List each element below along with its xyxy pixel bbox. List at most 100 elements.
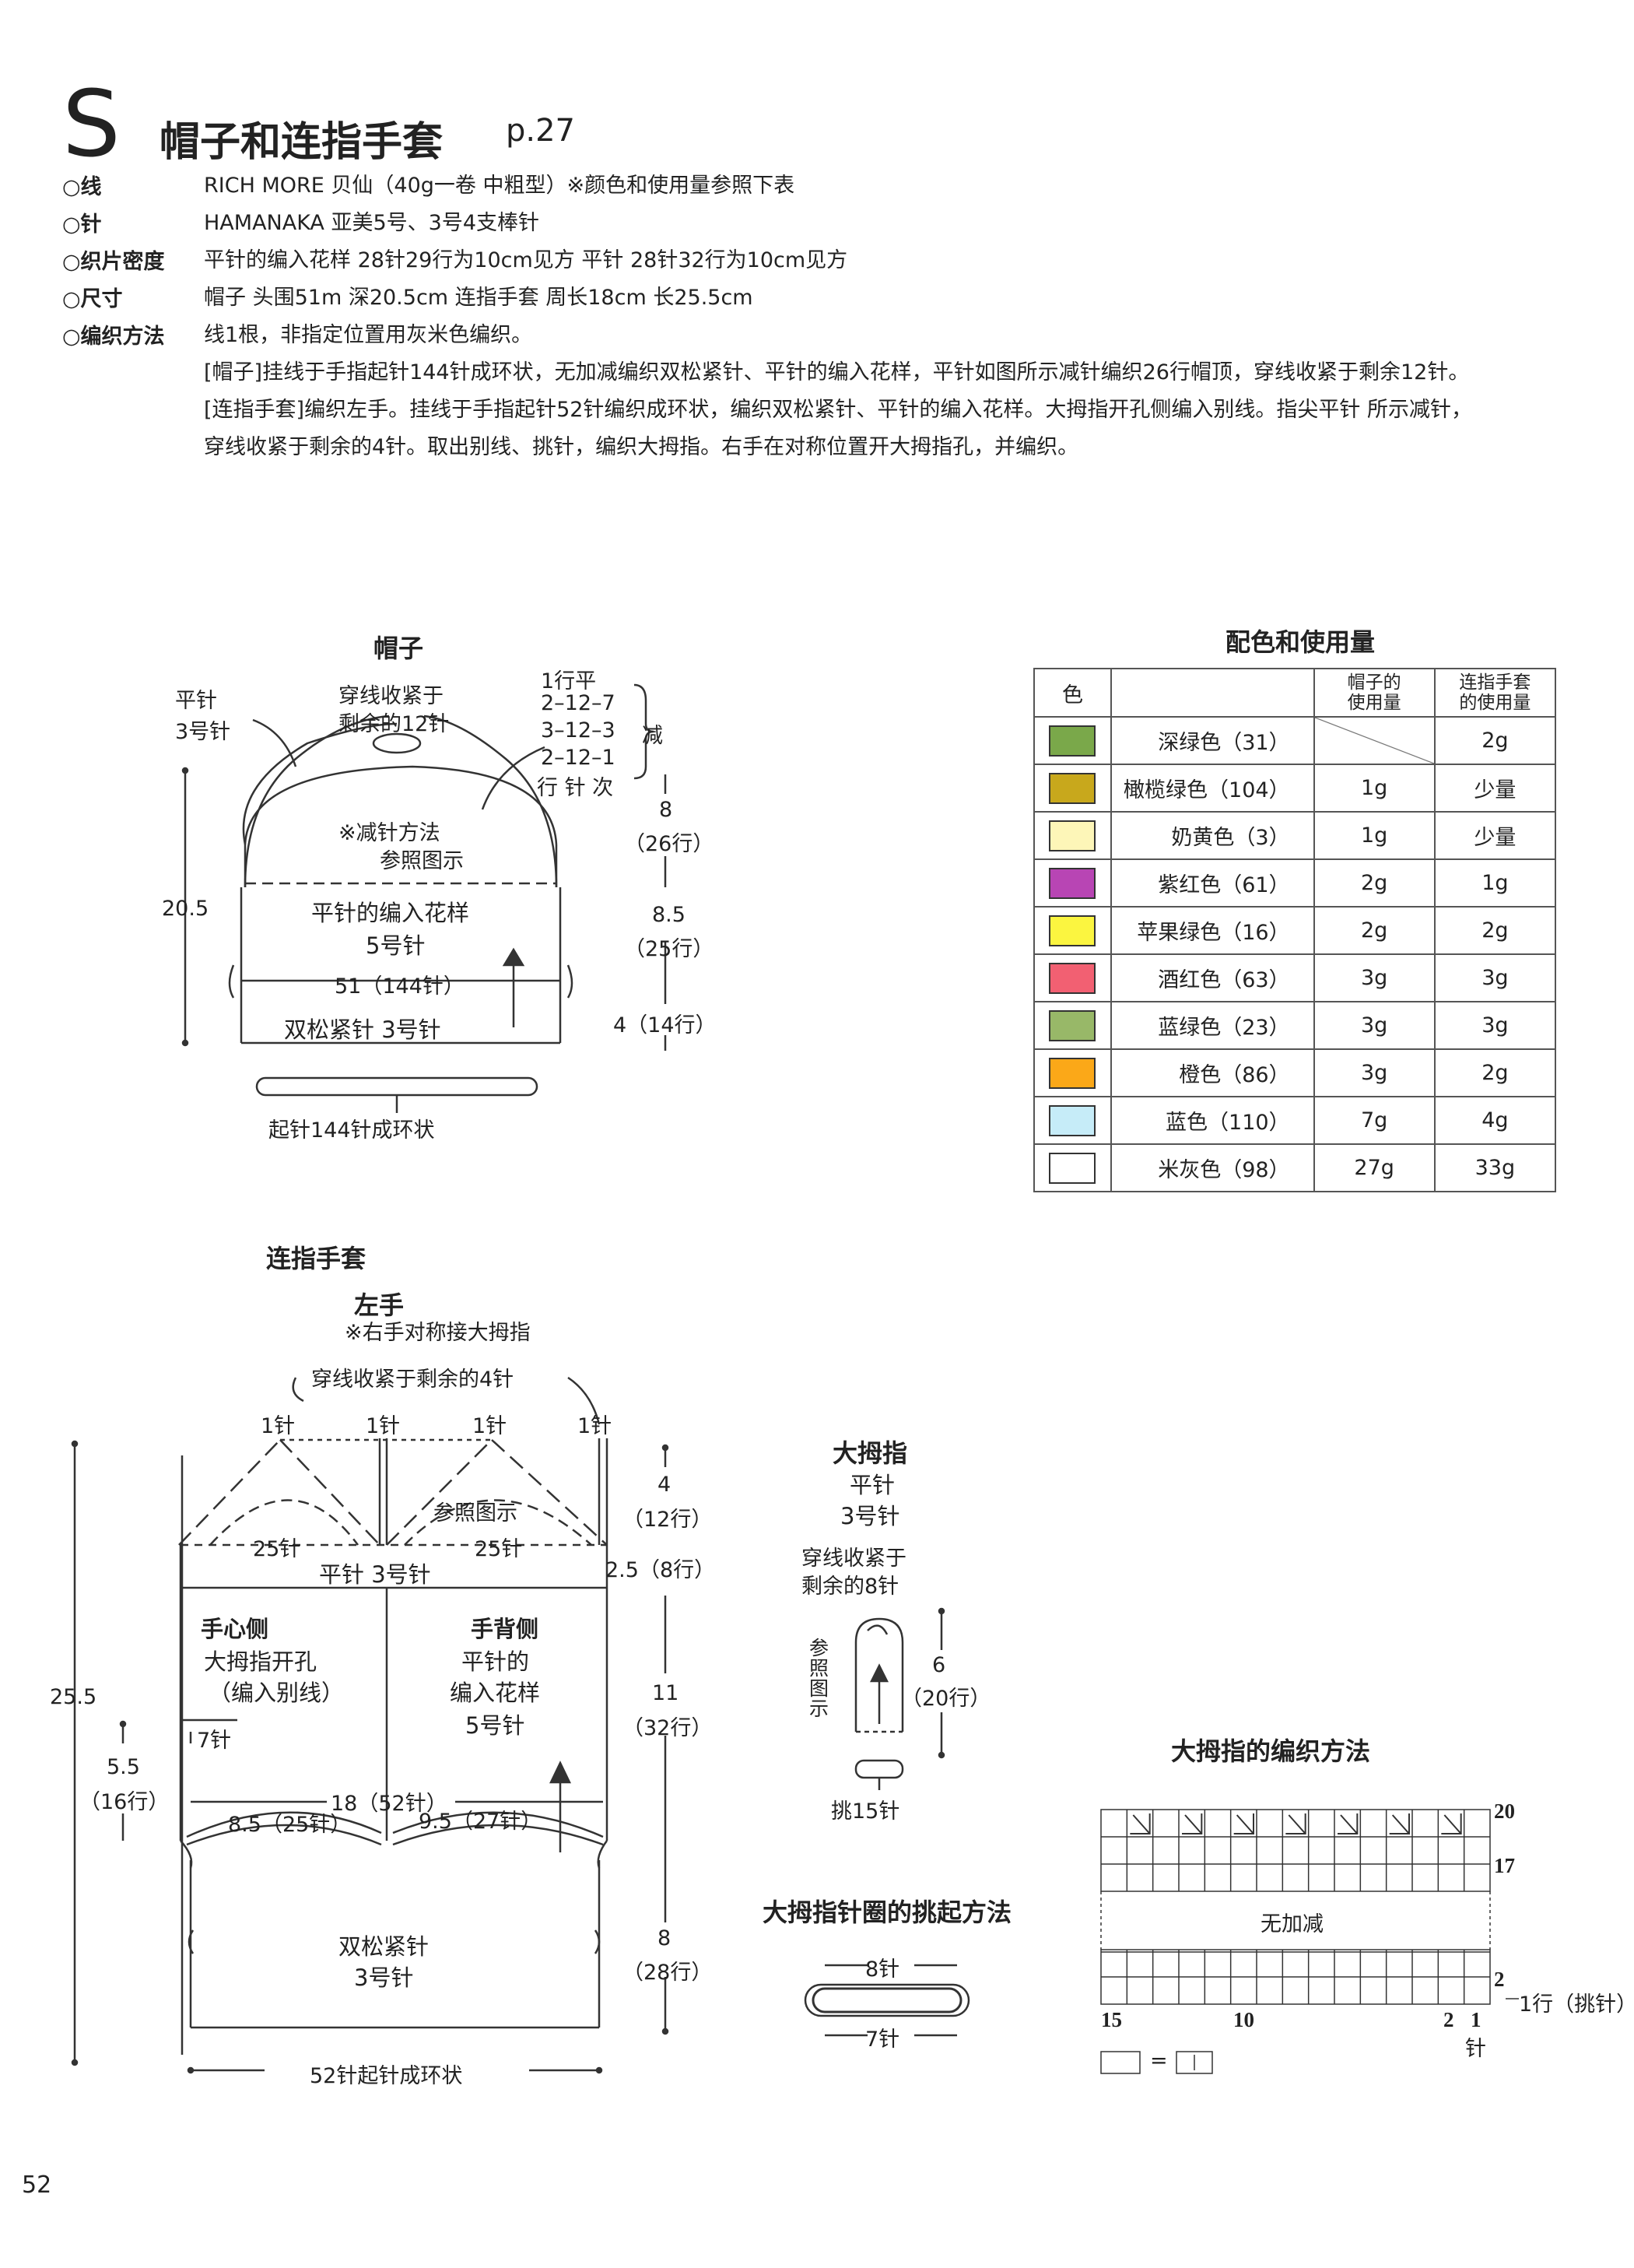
hat-dim-top-2: （26行） — [624, 832, 714, 856]
hat-inner-note-2: 参照图示 — [380, 849, 464, 873]
hat-height-total: 20.5 — [162, 897, 209, 921]
chart-col-1: 1 — [1471, 2008, 1481, 2031]
mitten-usage: 2g — [1433, 716, 1557, 765]
mitten-note: ※右手对称接大拇指 — [345, 1321, 531, 1345]
color-name: 深绿色（31） — [1110, 716, 1315, 765]
mitten-usage: 2g — [1433, 1048, 1557, 1097]
mitten-cast-on: 52针起针成环状 — [310, 2064, 463, 2088]
mitten-palm-3: 7针 — [197, 1729, 232, 1753]
color-name: 酒红色（63） — [1110, 953, 1315, 1002]
mitten-palm-title: 手心侧 — [201, 1616, 269, 1642]
thumb-pickup: 挑15针 — [831, 1799, 900, 1824]
hat-stitch-label-1: 平针 — [175, 689, 217, 713]
mitten-back-1: 平针的 — [461, 1648, 530, 1675]
thumb-top-2: 剩余的8针 — [801, 1575, 899, 1599]
color-swatch — [1049, 1057, 1096, 1089]
header-name — [1110, 668, 1315, 718]
header-color: 色 — [1033, 668, 1112, 718]
decrease-symbol — [1338, 1813, 1359, 1834]
color-name: 蓝色（110） — [1110, 1096, 1315, 1145]
hat-usage: 3g — [1313, 1001, 1436, 1050]
hat-dim-mid-2: （25行） — [624, 937, 714, 961]
hat-usage: 3g — [1313, 1048, 1436, 1097]
hat-dec-row-2: 2–12–7 — [541, 691, 615, 715]
color-name: 橙色（86） — [1110, 1048, 1315, 1097]
mitten-one-st-3: 1针 — [472, 1414, 507, 1438]
thumb-stitch-2: 3号针 — [840, 1503, 900, 1529]
chart-legend-equals: = — [1150, 2049, 1168, 2073]
spec-value-needle: HAMANAKA 亚美5号、3号4支棒针 — [204, 211, 540, 235]
mitten-usage: 4g — [1433, 1096, 1557, 1145]
color-swatch — [1049, 1009, 1096, 1041]
hat-dec-row-5: 行 针 次 — [537, 776, 614, 800]
header-hat-usage: 帽子的 使用量 — [1313, 668, 1436, 718]
spec-label-yarn: ○线 — [62, 175, 102, 199]
mitten-dim-c-1: 11 — [652, 1681, 679, 1705]
page-number: 52 — [22, 2171, 52, 2199]
chart-col-10: 10 — [1233, 2008, 1254, 2031]
color-swatch-cell — [1033, 906, 1112, 955]
hat-usage: 27g — [1313, 1143, 1436, 1192]
hat-top-note-1: 穿线收紧于 — [338, 684, 444, 708]
thumb-top-1: 穿线收紧于 — [801, 1547, 906, 1571]
thumb-dim-2: （20行） — [901, 1687, 991, 1711]
color-swatch — [1049, 820, 1096, 851]
color-name: 米灰色（98） — [1110, 1143, 1315, 1192]
mitten-dim-a-1: 4 — [657, 1473, 671, 1497]
hat-usage: 7g — [1313, 1096, 1436, 1145]
mitten-palm-1: 大拇指开孔 — [204, 1648, 317, 1675]
mitten-usage: 2g — [1433, 906, 1557, 955]
color-name: 奶黄色（3） — [1110, 811, 1315, 860]
color-name: 蓝绿色（23） — [1110, 1001, 1315, 1050]
mitten-rib-1: 双松紧针 — [338, 1933, 430, 1960]
method-line-mitten: [连指手套]编织左手。挂线于手指起针52针编织成环状，编织双松紧针、平针的编入花… — [204, 398, 1473, 422]
decrease-symbol — [1285, 1813, 1306, 1834]
color-swatch-cell — [1033, 1048, 1112, 1097]
mitten-thumb-pos-1: 5.5 — [107, 1755, 140, 1779]
color-table-title: 配色和使用量 — [1226, 627, 1376, 657]
chart-middle-note: 无加减 — [1261, 1912, 1324, 1936]
thumb-stitch-1: 平针 — [850, 1472, 896, 1498]
mitten-dim-d-1: 8 — [657, 1926, 671, 1950]
color-name: 紫红色（61） — [1110, 858, 1315, 908]
hat-dec-word: 减 — [642, 724, 663, 748]
page-title: 帽子和连指手套 — [160, 119, 444, 166]
pattern-letter: S — [62, 70, 121, 177]
mitten-usage: 3g — [1433, 1001, 1557, 1050]
mitten-title: 连指手套 — [266, 1244, 366, 1273]
hat-stitch-label-2: 3号针 — [175, 720, 231, 744]
spec-value-method: 线1根，非指定位置用灰米色编织。 — [204, 323, 533, 347]
spec-label-method: ○编织方法 — [62, 325, 165, 349]
hat-usage: 1g — [1313, 764, 1436, 813]
mitten-one-st-1: 1针 — [261, 1414, 296, 1438]
hat-dec-row-1: 1行平 — [541, 669, 597, 693]
mitten-width-top: 18（52针） — [331, 1792, 447, 1816]
color-swatch — [1049, 772, 1096, 804]
spec-label-needle: ○针 — [62, 212, 102, 237]
spec-label-gauge: ○织片密度 — [62, 250, 165, 274]
chart-col-unit: 针 — [1465, 2037, 1486, 2061]
spec-value-yarn: RICH MORE 贝仙（40g一卷 中粗型）※颜色和使用量参照下表 — [204, 174, 795, 198]
hat-dec-row-4: 2–12–1 — [541, 746, 615, 770]
color-swatch-cell — [1033, 764, 1112, 813]
color-row: 深绿色（31） 2g — [1033, 716, 1557, 765]
mitten-back-3: 5号针 — [465, 1712, 525, 1739]
color-swatch — [1049, 725, 1096, 757]
thumb-ref: 参照图示 — [809, 1637, 829, 1720]
mitten-back-title: 手背侧 — [471, 1616, 539, 1642]
mitten-usage: 33g — [1433, 1143, 1557, 1192]
chart-row-2: 2 — [1494, 1968, 1505, 1991]
mitten-dim-c-2: （32行） — [622, 1716, 713, 1740]
chart-row-20: 20 — [1494, 1799, 1515, 1823]
mitten-one-st-2: 1针 — [366, 1414, 401, 1438]
pickup-title: 大拇指针圈的挑起方法 — [763, 1898, 1012, 1927]
color-swatch — [1049, 1104, 1096, 1136]
pickup-top: 8针 — [865, 1957, 900, 1982]
spec-value-gauge: 平针的编入花样 28针29行为10cm见方 平针 28针32行为10cm见方 — [204, 248, 848, 272]
